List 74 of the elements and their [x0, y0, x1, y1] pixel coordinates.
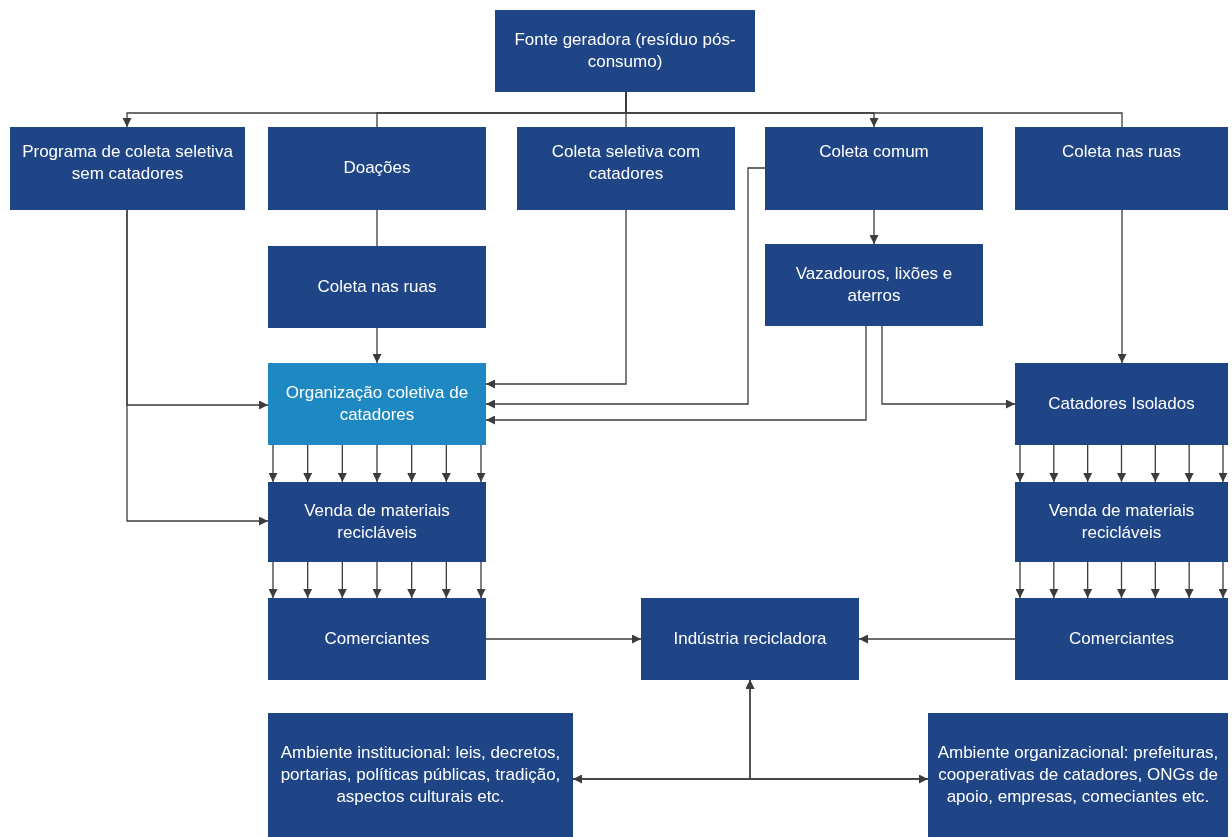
arrow — [1184, 561, 1194, 599]
arrow — [485, 634, 642, 644]
process-box — [1015, 482, 1228, 562]
arrow — [1117, 444, 1126, 483]
arrow — [1083, 444, 1093, 483]
process-box — [765, 127, 983, 210]
box-label: Coleta comum — [819, 141, 929, 163]
arrow — [476, 444, 486, 483]
highlighted-box — [268, 363, 486, 445]
box-label: Vazadouros, lixões e aterros — [794, 262, 954, 307]
arrow — [372, 561, 382, 599]
arrow — [485, 209, 627, 389]
arrow — [869, 209, 879, 245]
process-box — [928, 713, 1228, 837]
arrow — [1184, 444, 1194, 483]
arrow — [1117, 561, 1126, 599]
arrow — [372, 327, 382, 364]
arrow — [1049, 561, 1059, 599]
arrow — [745, 679, 929, 780]
process-box — [268, 246, 486, 328]
arrow — [1015, 444, 1025, 483]
box-label: Comerciantes — [324, 627, 430, 650]
process-box — [1015, 363, 1228, 445]
box-label: Coleta seletiva com catadores — [550, 141, 702, 186]
arrow — [441, 561, 451, 599]
arrow — [1117, 209, 1127, 364]
box-label: Indústria recicladora — [673, 627, 827, 650]
box-label: Ambiente institucional: leis, decretos, portarias, políticas públicas, tradição, aspectos culturais etc. — [279, 741, 562, 809]
arrow — [1049, 444, 1059, 483]
process-box — [268, 713, 573, 837]
arrow — [485, 325, 867, 425]
arrow — [268, 561, 278, 599]
arrow — [441, 444, 451, 483]
arrow — [407, 561, 417, 599]
arrow — [485, 167, 766, 409]
arrow — [1150, 561, 1160, 599]
box-label: Coleta nas ruas — [1061, 141, 1182, 163]
process-box — [10, 127, 245, 210]
box-label: Ambiente organizacional: prefeituras, cooperativas de catadores, ONGs de apoio, empresas, comeciantes etc. — [936, 741, 1220, 809]
box-label: Venda de materiais recicláveis — [1047, 499, 1196, 544]
process-box — [641, 598, 859, 680]
process-box — [495, 10, 755, 92]
process-box — [268, 482, 486, 562]
arrow — [303, 444, 313, 483]
box-label: Organização coletiva de catadores — [284, 381, 470, 426]
connector-line — [376, 209, 378, 247]
box-label: Doações — [343, 157, 411, 180]
process-box — [268, 127, 486, 210]
process-box — [1015, 127, 1228, 210]
box-label: Fonte geradora (resíduo pós-consumo) — [513, 28, 737, 73]
box-label: Catadores Isolados — [1048, 392, 1195, 415]
arrow — [337, 444, 347, 483]
arrow — [1083, 561, 1093, 599]
arrow — [407, 444, 417, 483]
arrow — [372, 444, 382, 483]
process-box — [268, 598, 486, 680]
arrow — [337, 561, 347, 599]
box-label: Coleta nas ruas — [317, 275, 437, 298]
arrow — [1150, 444, 1160, 483]
arrow — [1015, 561, 1025, 599]
box-label: Programa de coleta seletiva sem catadores — [21, 141, 234, 186]
arrow — [268, 444, 278, 483]
process-box — [1015, 598, 1228, 680]
process-box — [517, 127, 735, 210]
arrow — [858, 634, 1016, 644]
arrow — [1218, 444, 1228, 483]
process-box — [765, 244, 983, 326]
arrow — [126, 209, 269, 526]
box-label: Comerciantes — [1069, 627, 1174, 650]
arrow — [303, 561, 313, 599]
arrow — [476, 561, 486, 599]
box-label: Venda de materiais recicláveis — [303, 499, 451, 544]
arrow — [1218, 561, 1228, 599]
arrow — [881, 325, 1016, 409]
